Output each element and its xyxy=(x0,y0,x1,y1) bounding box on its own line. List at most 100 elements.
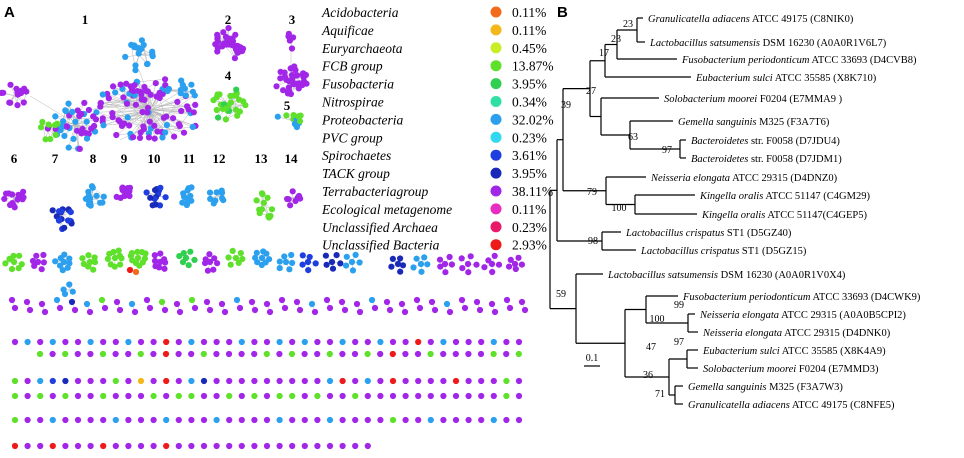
network-node xyxy=(62,107,68,113)
network-node xyxy=(10,253,16,259)
network-node xyxy=(178,108,184,114)
network-node xyxy=(152,252,158,258)
network-node xyxy=(191,257,197,263)
tree-tip-label: Neisseria elongata ATCC 29315 (A0A0B5CPI… xyxy=(699,310,906,321)
network-node xyxy=(189,297,195,303)
taxon-name: Gemella sanguinis xyxy=(688,382,766,393)
network-node xyxy=(25,417,31,423)
network-node xyxy=(142,250,148,256)
network-node xyxy=(239,393,245,399)
network-node xyxy=(453,393,459,399)
network-node xyxy=(207,307,213,313)
network-node xyxy=(14,102,20,108)
network-node xyxy=(118,82,124,88)
network-node xyxy=(39,301,45,307)
network-node xyxy=(91,123,97,129)
network-node xyxy=(440,378,446,384)
network-node xyxy=(300,252,306,258)
network-node xyxy=(289,45,295,51)
network-node xyxy=(176,339,182,345)
network-node xyxy=(30,258,36,264)
network-node xyxy=(41,259,47,265)
taxon-name: Lactobacillus crispatus xyxy=(625,228,724,239)
network-node xyxy=(485,257,491,263)
network-node xyxy=(33,253,39,259)
network-node xyxy=(513,266,519,272)
network-node xyxy=(327,351,333,357)
network-node xyxy=(277,417,283,423)
strain-id: ATCC 35585 (X8K4A9) xyxy=(780,346,886,357)
network-node xyxy=(75,351,81,357)
network-node xyxy=(100,443,106,449)
network-node xyxy=(327,305,333,311)
network-node xyxy=(403,339,409,345)
network-node xyxy=(397,255,403,261)
cluster-number: 2 xyxy=(225,12,232,27)
network-edge xyxy=(137,79,165,82)
tree-tip-label: Granulicatella adiacens ATCC 49175 (C8NF… xyxy=(688,400,895,411)
network-node xyxy=(97,104,103,110)
cluster-number: 12 xyxy=(213,151,226,166)
network-node xyxy=(399,301,405,307)
network-node xyxy=(252,307,258,313)
network-node xyxy=(112,89,118,95)
cluster-number: 11 xyxy=(183,151,195,166)
network-node xyxy=(132,82,138,88)
network-node xyxy=(249,299,255,305)
network-node xyxy=(462,305,468,311)
network-node xyxy=(267,213,273,219)
network-node xyxy=(230,248,236,254)
network-node xyxy=(289,443,295,449)
network-node xyxy=(390,351,396,357)
network-node xyxy=(50,207,56,213)
network-node xyxy=(126,122,132,128)
network-node xyxy=(20,189,26,195)
network-node xyxy=(503,393,509,399)
network-node xyxy=(86,107,92,113)
strain-id: M325 (F3A7W3) xyxy=(766,382,843,393)
legend-name: TACK group xyxy=(322,166,390,181)
network-node xyxy=(176,417,182,423)
network-node xyxy=(138,443,144,449)
network-node xyxy=(70,289,76,295)
network-node xyxy=(42,309,48,315)
network-node xyxy=(127,267,133,273)
network-node xyxy=(130,134,136,140)
taxon-name: Kingella oralis xyxy=(699,191,763,202)
network-node xyxy=(66,256,72,262)
network-node xyxy=(132,67,138,73)
network-node xyxy=(349,259,355,265)
network-node xyxy=(151,123,157,129)
network-node xyxy=(327,443,333,449)
network-node xyxy=(133,102,139,108)
legend-name: Aquificae xyxy=(321,23,374,38)
network-node xyxy=(418,269,424,275)
network-node xyxy=(201,393,207,399)
network-node xyxy=(264,351,270,357)
network-node xyxy=(86,201,92,207)
network-node xyxy=(21,99,27,105)
network-node xyxy=(365,339,371,345)
network-node xyxy=(181,194,187,200)
network-node xyxy=(170,115,176,121)
panel-b-label: B xyxy=(557,4,568,21)
network-node xyxy=(125,378,131,384)
network-node xyxy=(109,110,115,116)
network-node xyxy=(211,255,217,261)
network-node xyxy=(289,351,295,357)
legend-name: FCB group xyxy=(321,59,383,74)
network-node xyxy=(25,443,31,449)
network-node xyxy=(72,119,78,125)
network-node xyxy=(124,101,130,107)
network-node xyxy=(491,417,497,423)
bootstrap-value: 79 xyxy=(587,187,597,198)
tree-tip-label: Kingella oralis ATCC 51147 (C4GM29) xyxy=(699,191,870,202)
network-node xyxy=(415,393,421,399)
network-node xyxy=(37,393,43,399)
network-node xyxy=(387,307,393,313)
network-node xyxy=(289,378,295,384)
network-node xyxy=(403,393,409,399)
network-node xyxy=(503,351,509,357)
network-node xyxy=(57,305,63,311)
